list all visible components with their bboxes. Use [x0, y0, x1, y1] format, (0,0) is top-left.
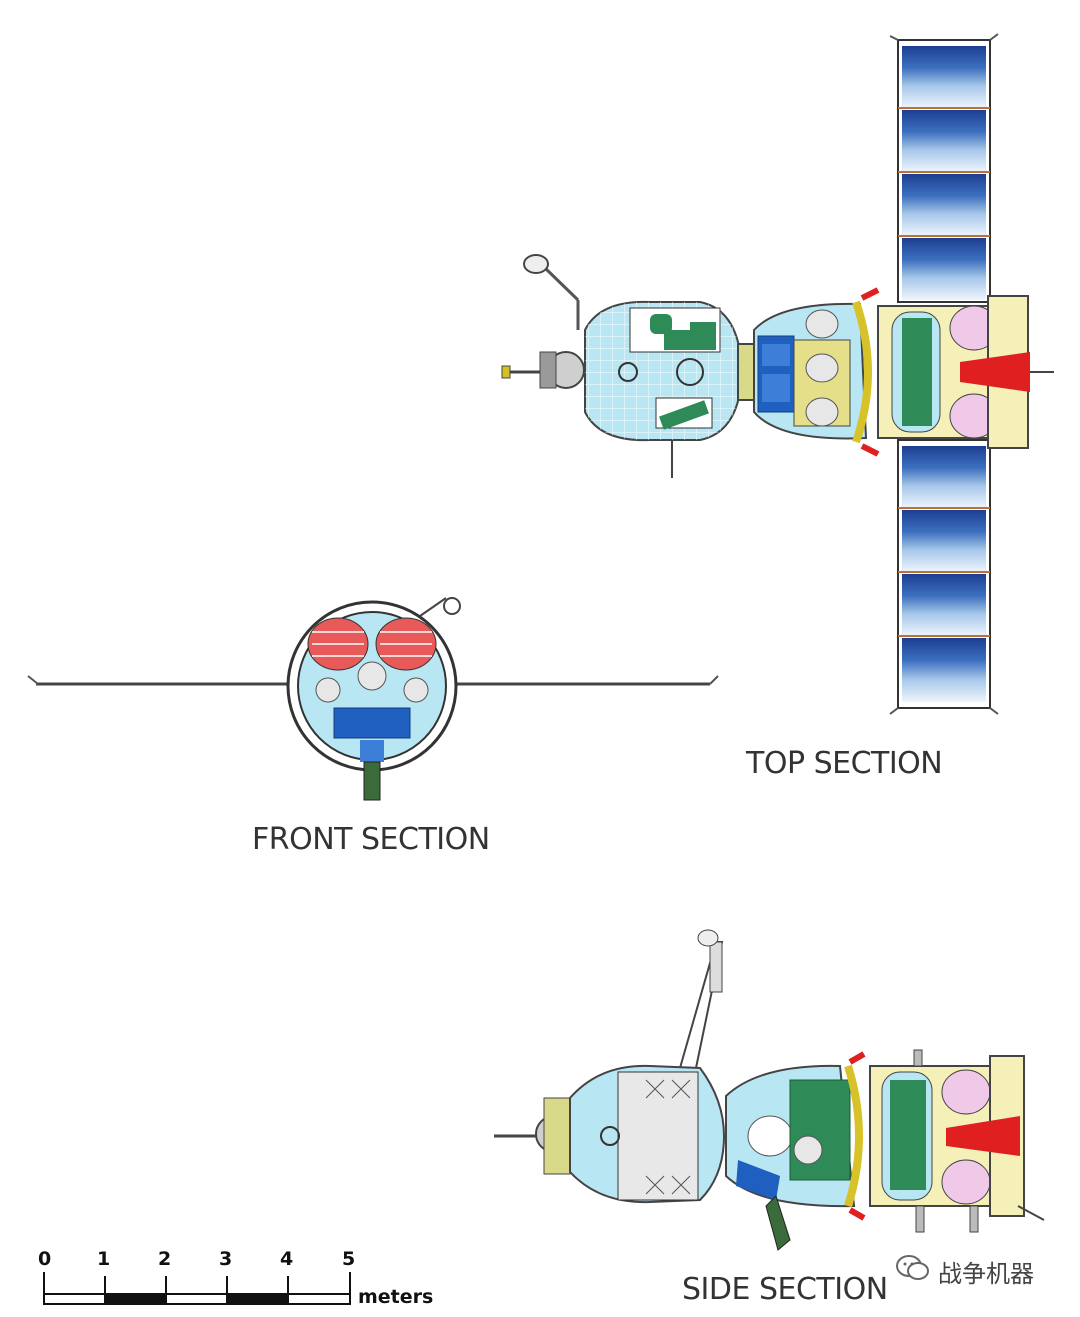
solar-panel-upper [889, 33, 999, 303]
docking-probe [501, 351, 585, 389]
scale-tick-0: 0 [38, 1248, 52, 1270]
scale-tick-2: 2 [158, 1248, 172, 1270]
scale-units: meters [358, 1286, 434, 1308]
solar-panel-lower [889, 439, 999, 715]
scale-tick-5: 5 [342, 1248, 356, 1270]
scale-bar [43, 1272, 351, 1305]
scale-tick-4: 4 [280, 1248, 294, 1270]
hatch-ring [737, 343, 755, 401]
side-section-view [494, 929, 1045, 1251]
heat-shield [852, 300, 872, 444]
side-section-label: SIDE SECTION [682, 1272, 888, 1307]
front-section-label: FRONT SECTION [252, 822, 490, 857]
front-section-view [27, 597, 719, 801]
service-module [877, 295, 1054, 449]
top-section-label: TOP SECTION [746, 746, 943, 781]
scale-tick-3: 3 [219, 1248, 233, 1270]
descent-module [753, 302, 868, 440]
antenna [523, 254, 580, 330]
wechat-icon [896, 1254, 930, 1282]
top-section-view [501, 33, 1054, 715]
scale-tick-1: 1 [97, 1248, 111, 1270]
orbital-module [584, 300, 744, 478]
watermark-text: 战争机器 [938, 1260, 1034, 1288]
